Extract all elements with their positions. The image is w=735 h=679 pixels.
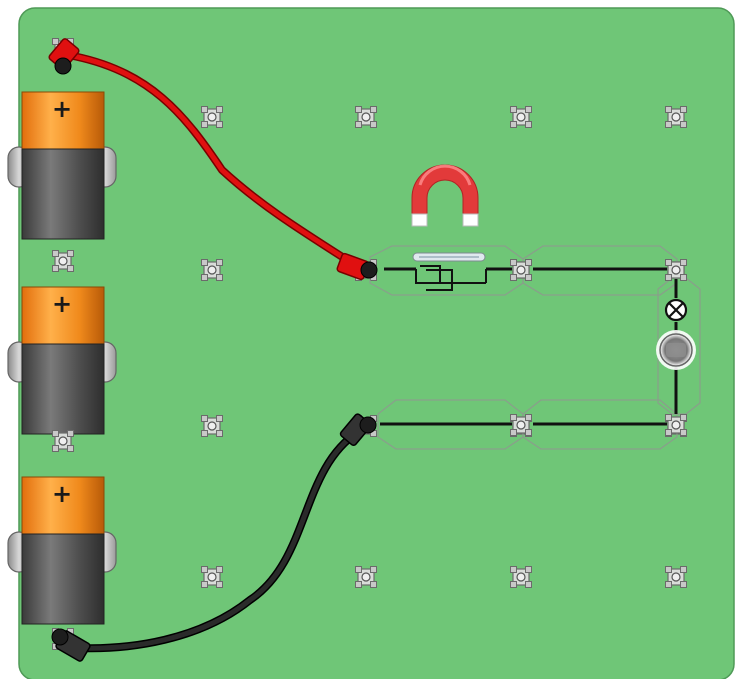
reed-switch-icon[interactable] — [412, 252, 487, 291]
horseshoe-magnet-icon[interactable] — [411, 164, 479, 227]
battery-positive-end — [21, 476, 105, 535]
battery-post-2[interactable] — [52, 250, 74, 272]
battery-plus-label: + — [52, 95, 72, 123]
battery-1[interactable]: + — [7, 91, 117, 240]
post-r4c1[interactable] — [201, 566, 223, 588]
black-clip-board[interactable] — [339, 413, 377, 447]
battery-2[interactable]: + — [7, 286, 117, 435]
battery-post-3[interactable] — [52, 430, 74, 452]
lamp-bottom-post[interactable] — [665, 414, 687, 436]
post-r1c3[interactable] — [510, 106, 532, 128]
black-wire[interactable] — [74, 428, 362, 653]
red-wire[interactable] — [64, 51, 359, 269]
post-r1c1[interactable] — [201, 106, 223, 128]
post-r1c4[interactable] — [665, 106, 687, 128]
post-r3c1[interactable] — [201, 415, 223, 437]
lamp-x-icon[interactable] — [664, 298, 688, 322]
lamp-top-post[interactable] — [665, 259, 687, 281]
battery-plus-label: + — [52, 290, 72, 318]
battery-3[interactable]: + — [7, 476, 117, 625]
post-r4c4[interactable] — [665, 566, 687, 588]
battery-positive-end — [21, 286, 105, 345]
red-clip-battery[interactable] — [48, 38, 80, 75]
post-r4c3[interactable] — [510, 566, 532, 588]
battery-plus-label: + — [52, 480, 72, 508]
battery-body — [21, 343, 105, 435]
post-r1c2[interactable] — [355, 106, 377, 128]
light-sensor-icon[interactable] — [656, 330, 696, 370]
black-clip-battery[interactable] — [51, 628, 91, 662]
red-clip-switch[interactable] — [336, 252, 378, 281]
battery-positive-end — [21, 91, 105, 150]
battery-body — [21, 533, 105, 625]
battery-stack: + + + — [7, 38, 117, 650]
battery-body — [21, 148, 105, 240]
lower-mid-post[interactable] — [510, 414, 532, 436]
post-r4c2[interactable] — [355, 566, 377, 588]
reed-switch-right-post[interactable] — [510, 259, 532, 281]
post-r2c1[interactable] — [201, 259, 223, 281]
